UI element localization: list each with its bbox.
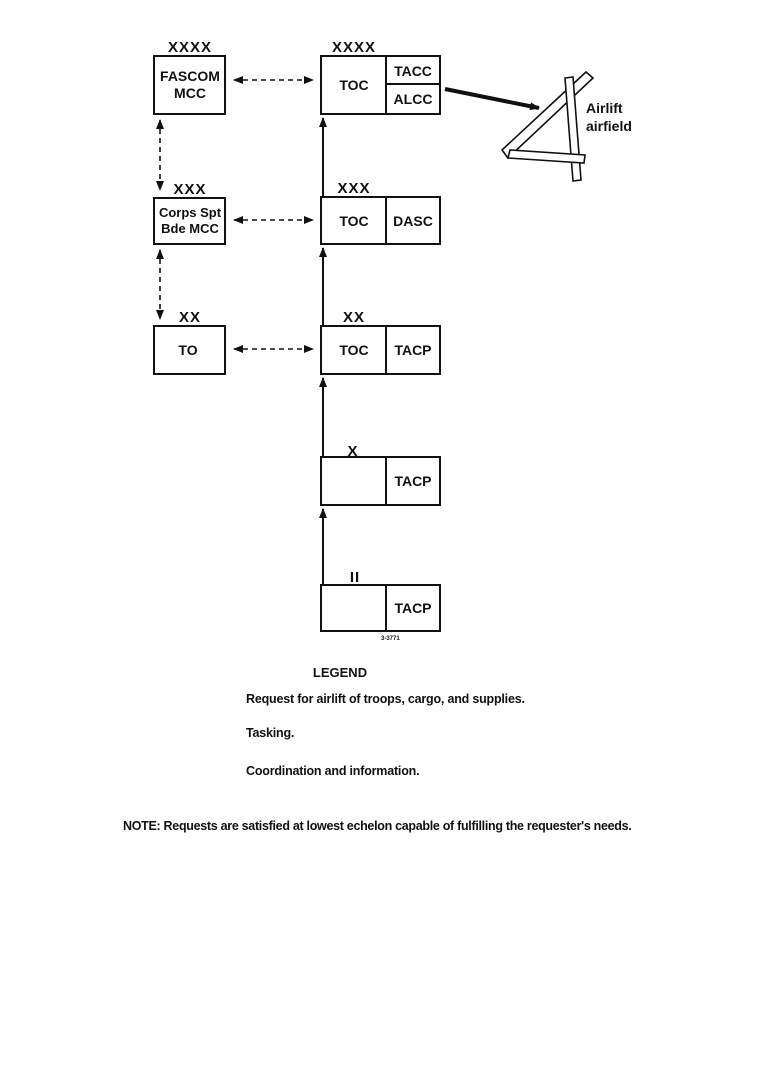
corps-spt-bde-mcc-node: XXX Corps Spt Bde MCC (153, 181, 226, 245)
legend-title: LEGEND (312, 665, 368, 680)
division-toc-node: XX TOC TACP (320, 309, 441, 375)
tasking-arrow-alcc-airfield (444, 87, 540, 111)
to-label: TO (178, 342, 197, 358)
army-toc-node: XXXX TOC TACC ALCC (320, 39, 441, 115)
corps-spt-echelon: XXX (173, 181, 206, 198)
army-toc-echelon: XXXX (332, 39, 376, 56)
corps-toc-label: TOC (339, 213, 368, 229)
fascom-mcc-node: XXXX FASCOM MCC (153, 39, 226, 115)
legend-item-coordination-text: Coordination and information. (246, 764, 420, 778)
brigade-echelon: X (347, 443, 358, 460)
tacc-label: TACC (394, 63, 432, 79)
army-toc-label: TOC (339, 77, 368, 93)
note-text: NOTE: Requests are satisfied at lowest e… (123, 819, 632, 833)
airfield-icon (500, 70, 595, 182)
division-tacp-label: TACP (394, 342, 431, 358)
airlift-request-diagram: XXXX FASCOM MCC XXX Corps Spt Bde MCC XX… (153, 39, 632, 642)
fascom-echelon: XXXX (168, 39, 212, 56)
division-toc-echelon: XX (343, 309, 365, 326)
brigade-node: X TACP (320, 443, 441, 506)
legend-item-request-text: Request for airlift of troops, cargo, an… (246, 692, 525, 706)
coordination-arrows (156, 76, 314, 353)
corps-spt-label-line1: Corps Spt (159, 205, 222, 220)
figure-reference: 3-3771 (381, 636, 400, 642)
battalion-echelon: II (350, 569, 360, 586)
battalion-node: II TACP 3-3771 (320, 569, 441, 642)
to-echelon: XX (179, 309, 201, 326)
airfield-label-line1: Airlift (586, 100, 623, 116)
battalion-tacp-label: TACP (394, 600, 431, 616)
fascom-label-line1: FASCOM (160, 68, 220, 84)
legend-item-tasking-text: Tasking. (246, 726, 295, 740)
corps-spt-label-line2: Bde MCC (161, 221, 219, 236)
airfield-label-line2: airfield (586, 118, 632, 134)
brigade-tacp-label: TACP (394, 473, 431, 489)
fascom-label-line2: MCC (174, 85, 206, 101)
corps-toc-node: XXX TOC DASC (320, 180, 441, 245)
division-toc-label: TOC (339, 342, 368, 358)
alcc-label: ALCC (394, 91, 433, 107)
to-node: XX TO (153, 309, 226, 375)
dasc-label: DASC (393, 213, 433, 229)
corps-toc-echelon: XXX (337, 180, 370, 197)
